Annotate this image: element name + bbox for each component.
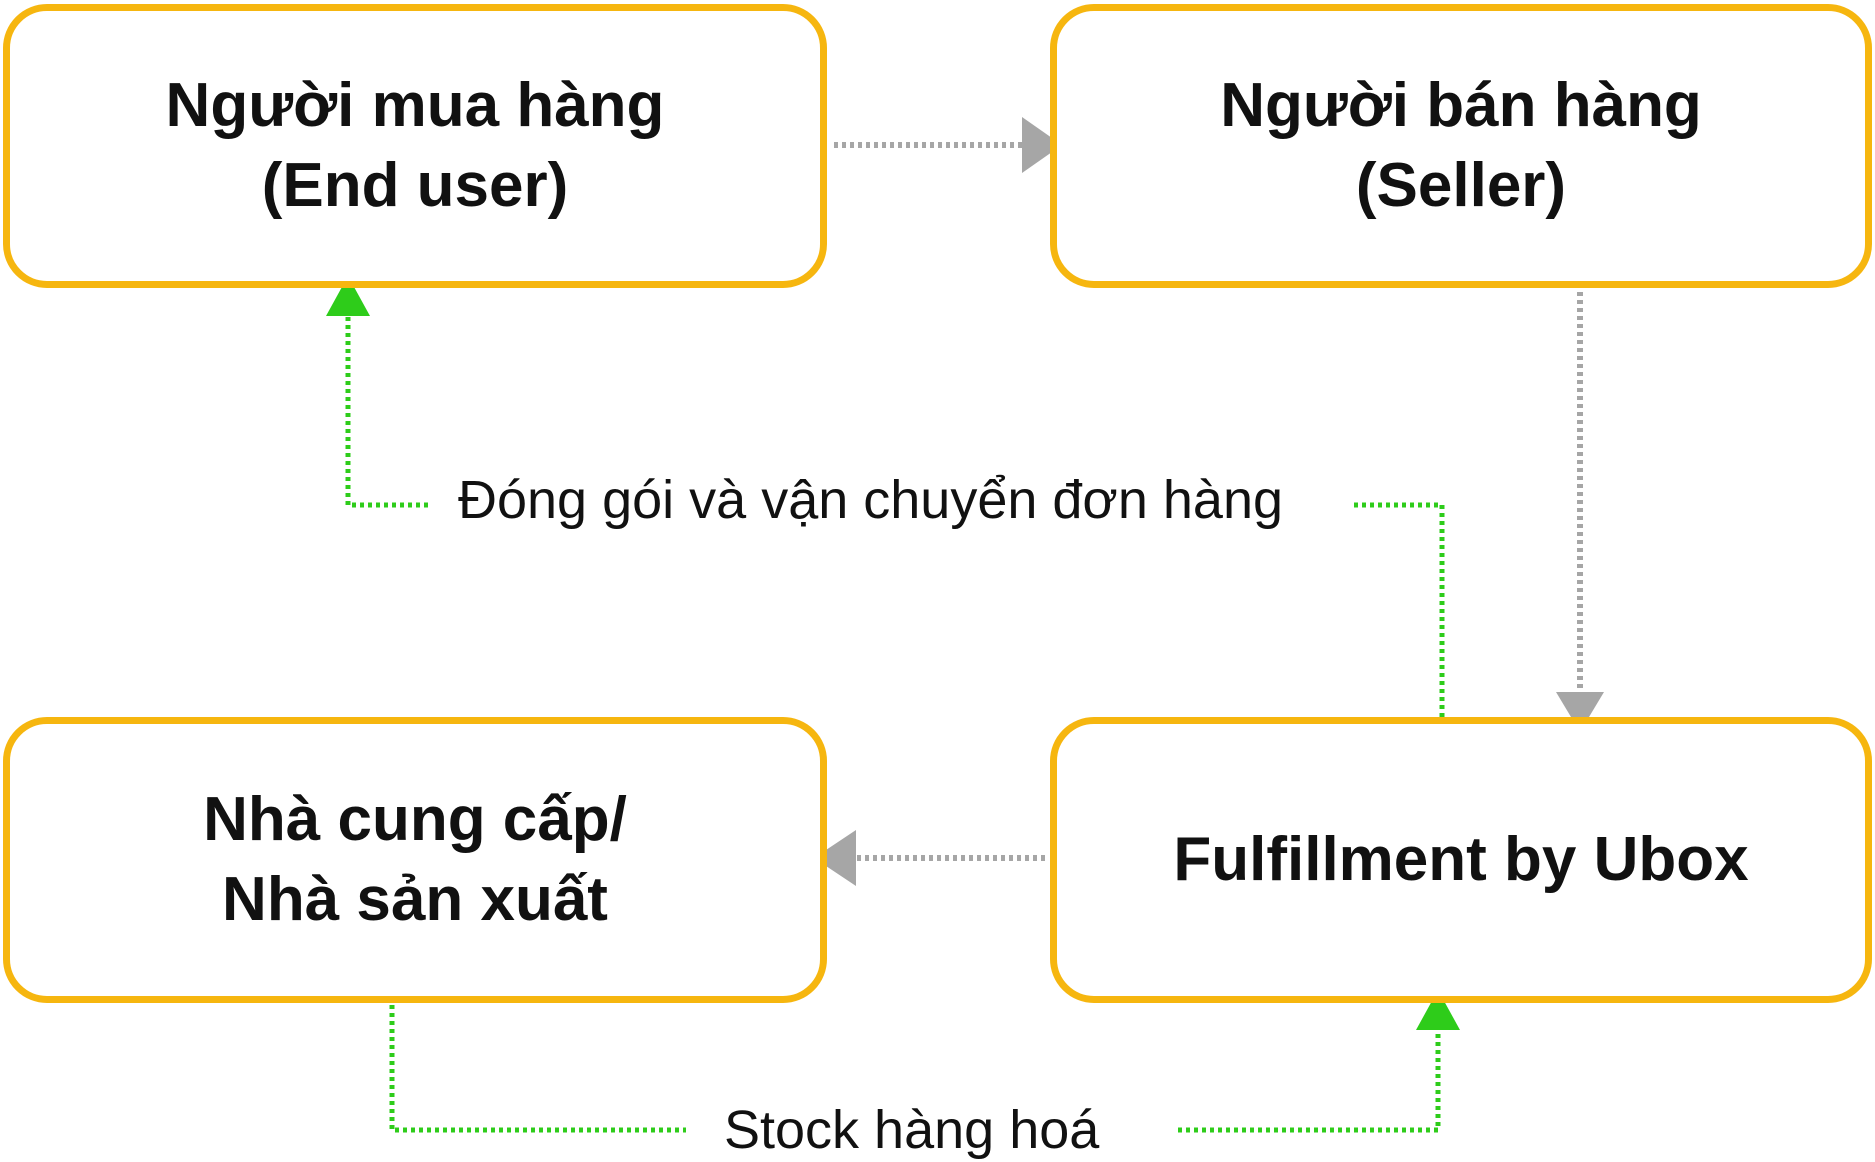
node-supplier-subtitle: Nhà sản xuất [222, 865, 608, 934]
arrow-supplier-to-ubox-right-segment [1178, 1030, 1441, 1133]
arrowhead-up-icon [1416, 990, 1460, 1030]
arrowhead-left-icon [814, 830, 856, 886]
node-ubox-title: Fulfillment by Ubox [1173, 825, 1749, 894]
node-supplier: Nhà cung cấp/ Nhà sản xuất [3, 717, 827, 1003]
node-seller: Người bán hàng (Seller) [1050, 4, 1872, 288]
node-seller-title: Người bán hàng [1220, 71, 1702, 140]
node-ubox: Fulfillment by Ubox [1050, 717, 1872, 1003]
edge-label-stock: Stock hàng hoá [724, 1098, 1100, 1162]
node-seller-subtitle: (Seller) [1355, 151, 1567, 220]
node-buyer-title: Người mua hàng [165, 71, 665, 140]
node-buyer: Người mua hàng (End user) [3, 4, 827, 288]
edge-label-pack-ship: Đóng gói và vận chuyển đơn hàng [458, 468, 1284, 532]
arrowhead-up-icon [326, 276, 370, 316]
arrowhead-down-icon [1556, 692, 1604, 732]
node-buyer-subtitle: (End user) [261, 151, 569, 220]
arrow-ubox-to-buyer [1352, 502, 1445, 717]
arrow-ubox-to-buyer-left-segment [345, 316, 428, 508]
arrow-supplier-to-ubox [389, 1005, 686, 1133]
arrowhead-right-icon [1022, 117, 1062, 173]
node-supplier-title: Nhà cung cấp/ [203, 785, 627, 854]
